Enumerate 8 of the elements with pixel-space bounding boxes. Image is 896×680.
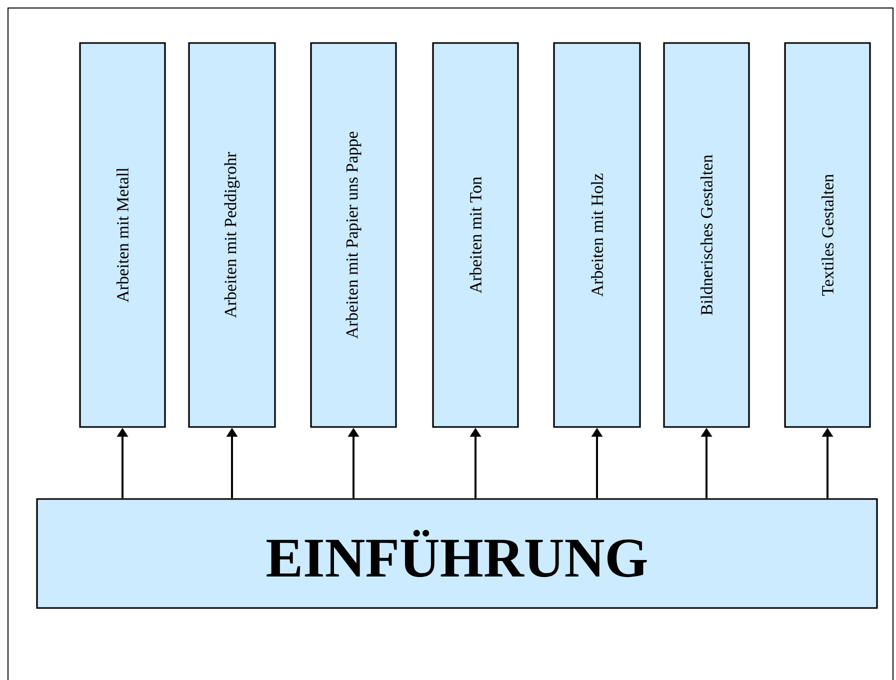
topic-box: Arbeiten mit Ton — [432, 42, 519, 428]
topic-box: Arbeiten mit Holz — [553, 42, 641, 428]
topic-box: Textiles Gestalten — [784, 42, 871, 428]
topic-box: Arbeiten mit Papier uns Pappe — [310, 42, 397, 428]
topic-box: Bildnerisches Gestalten — [663, 42, 750, 428]
topic-box: Arbeiten mit Metall — [79, 42, 166, 428]
topic-box: Arbeiten mit Peddigrohr — [188, 42, 276, 428]
title-box: EINFÜHRUNG — [36, 498, 878, 609]
